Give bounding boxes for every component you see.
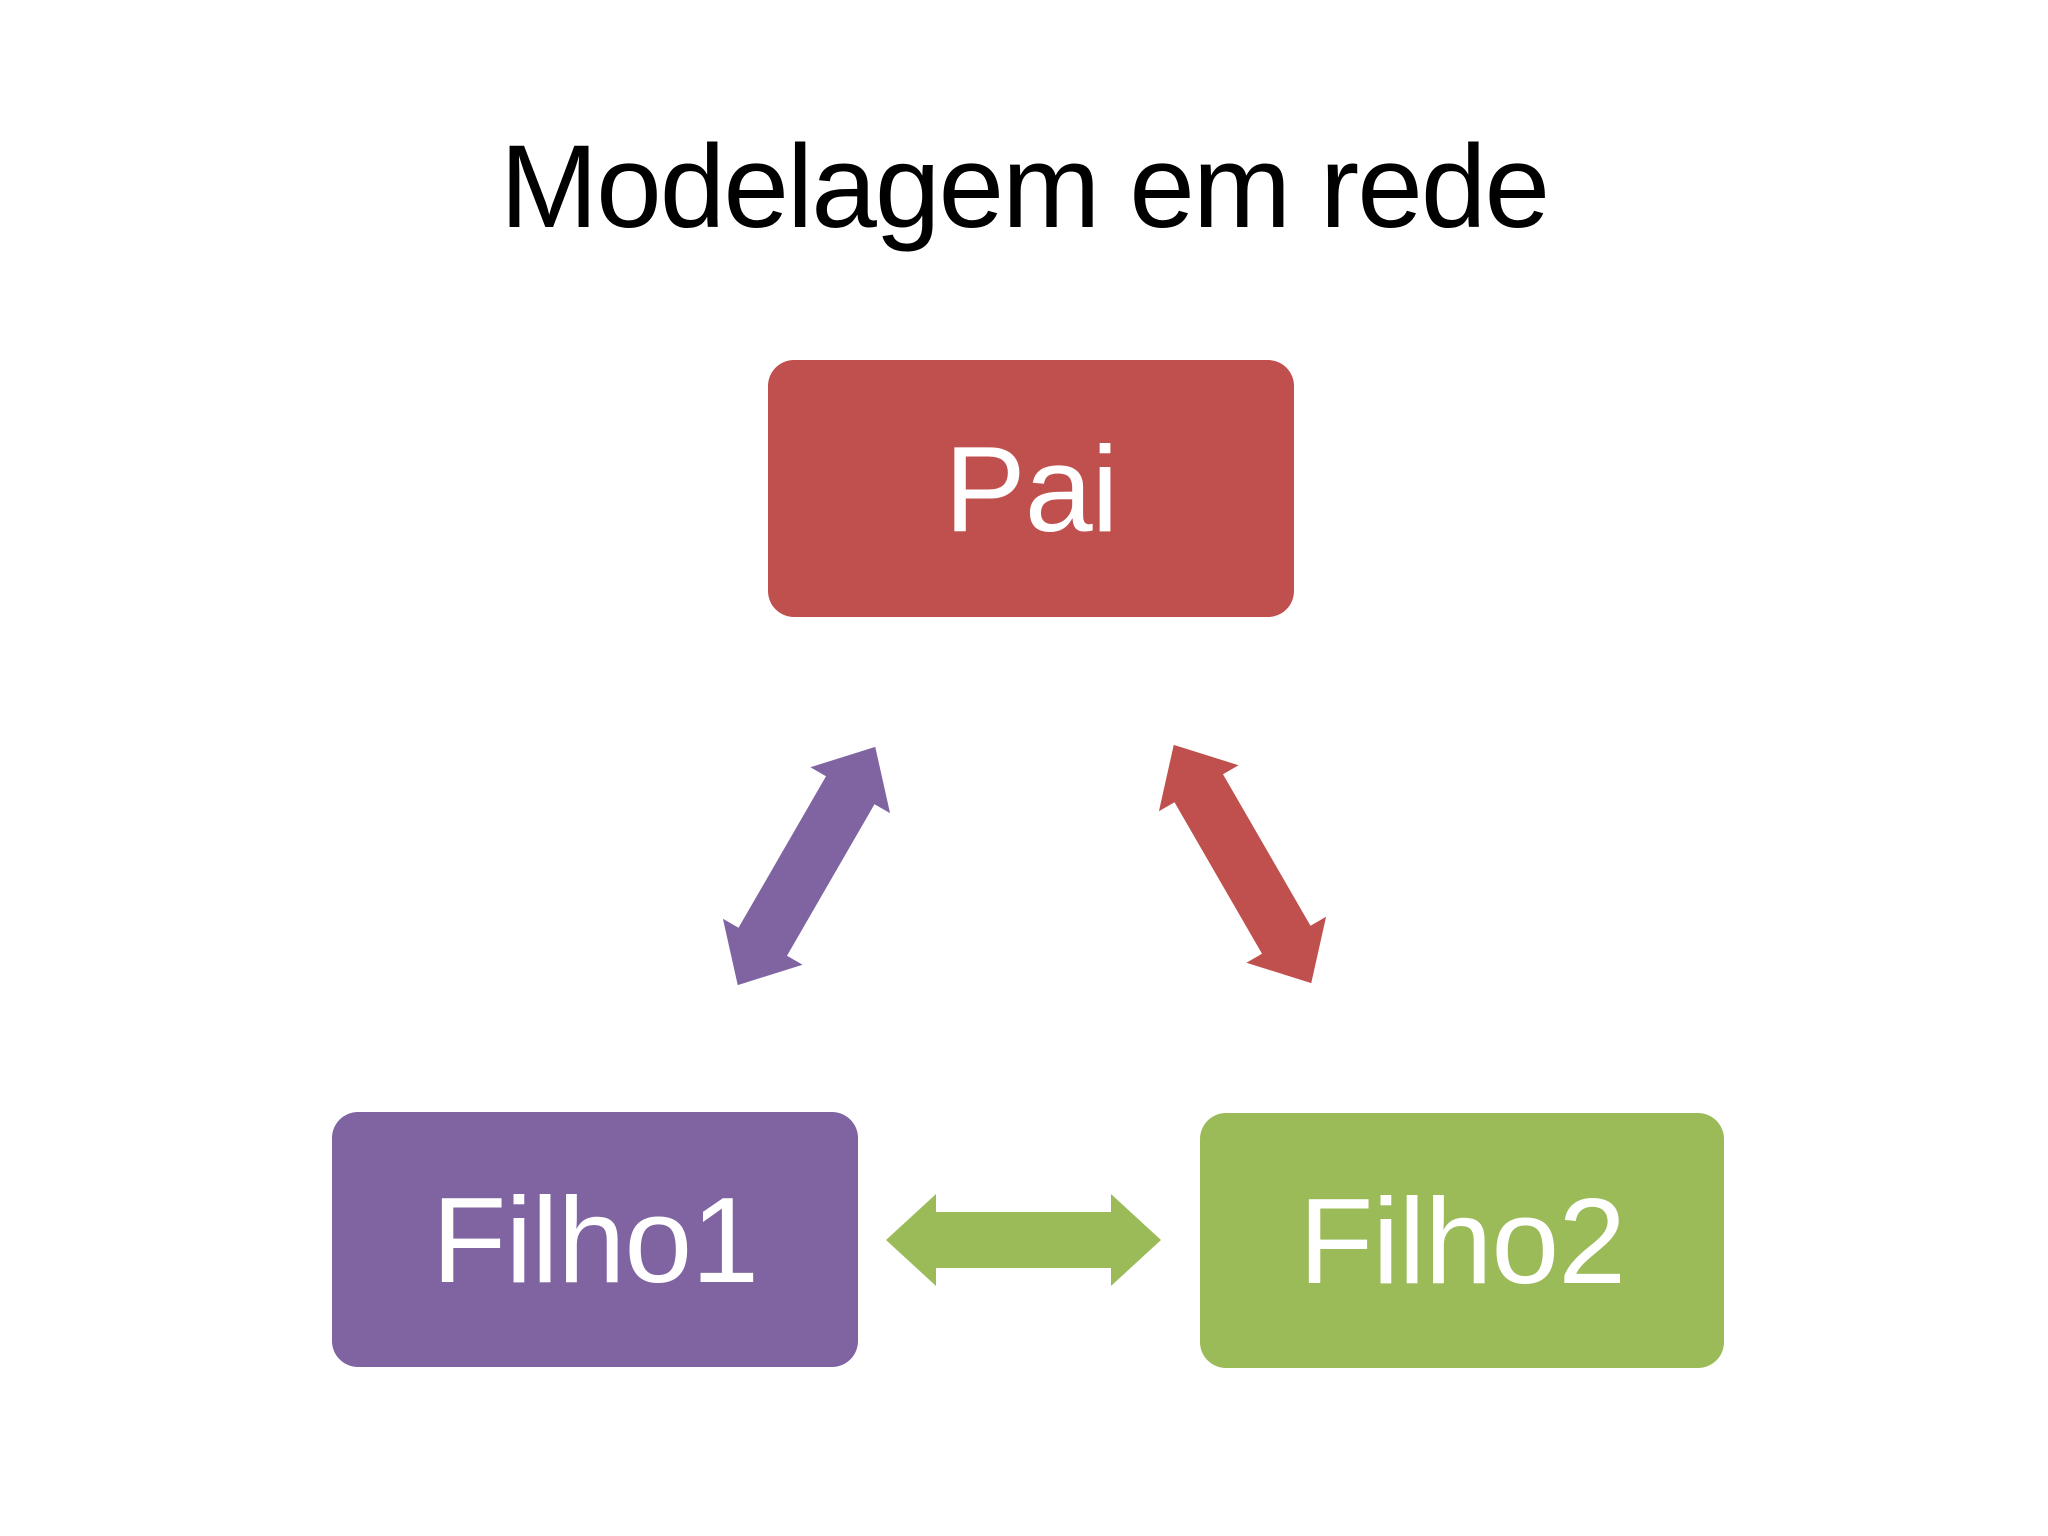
double-arrow-filho1-filho2 [886,1194,1161,1286]
double-arrow-pai-filho2 [1158,744,1327,984]
node-pai-label: Pai [944,420,1118,557]
node-pai: Pai [768,360,1294,617]
double-arrow-pai-filho2-shape [1158,744,1327,984]
slide-title: Modelagem em rede [499,121,1550,253]
node-filho2: Filho2 [1200,1113,1724,1368]
node-filho1-label: Filho1 [431,1171,759,1308]
double-arrow-filho1-filho2-shape [886,1194,1161,1286]
double-arrow-pai-filho1-shape [722,746,891,986]
node-filho2-label: Filho2 [1298,1172,1626,1309]
double-arrow-pai-filho1 [722,746,891,986]
node-filho1: Filho1 [332,1112,858,1367]
